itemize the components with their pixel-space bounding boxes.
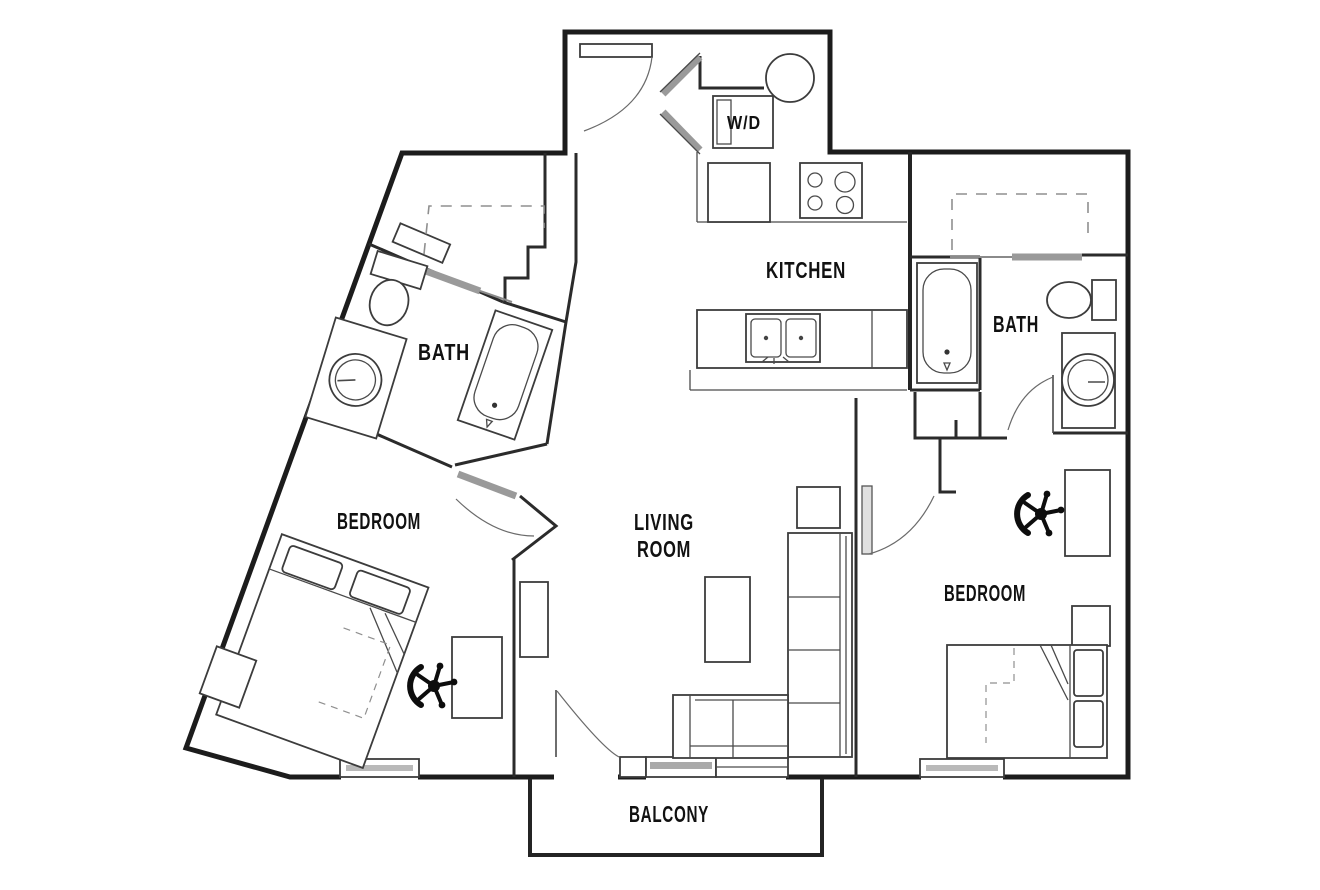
bathtub-left [456, 309, 554, 441]
label-bath-right: BATH [993, 311, 1039, 337]
closet-right [951, 193, 1089, 250]
entry-door [579, 43, 653, 132]
walk-in-closet-left [423, 205, 545, 255]
side-table [796, 486, 841, 529]
island-double-sink [745, 313, 821, 364]
window-bedroom-right [919, 758, 1005, 778]
desk-chair-left [410, 663, 457, 709]
label-living-line1: LIVING [634, 509, 694, 535]
dresser [519, 581, 549, 658]
vanity-sink-left [304, 316, 408, 440]
label-laundry: W/D [727, 113, 761, 133]
water-heater [765, 53, 815, 103]
bedroom-right-furniture [946, 469, 1111, 759]
nightstand-left [198, 645, 258, 709]
desk-chair-right [1017, 491, 1064, 537]
label-balcony: BALCONY [629, 801, 709, 827]
bed-right [946, 644, 1108, 759]
bath-right-fixtures [916, 193, 1117, 429]
living-room-furniture [519, 486, 853, 759]
label-living-line2: ROOM [637, 536, 691, 562]
bifold-laundry-doors [659, 52, 703, 155]
toilet-right [1046, 279, 1117, 321]
bath-left-fixtures [304, 205, 554, 441]
kitchen-fixtures [689, 152, 908, 391]
desk-left [451, 636, 503, 719]
kitchen-island [689, 309, 908, 391]
range-stove [799, 162, 863, 219]
balcony-sliding-door [619, 756, 789, 778]
refrigerator [707, 162, 771, 223]
desk-right [1064, 469, 1111, 557]
label-bath-left: BATH [418, 339, 470, 365]
bedroom-door-left [455, 470, 535, 537]
laundry-area [712, 53, 815, 149]
sofa-sectional [672, 532, 853, 759]
bed-left [215, 533, 430, 770]
vanity-sink-right [1061, 332, 1116, 429]
bathtub-right [916, 262, 978, 384]
windows [339, 756, 1005, 778]
balcony-door [555, 690, 620, 758]
label-bedroom-left: BEDROOM [337, 508, 421, 534]
coffee-table [704, 576, 751, 663]
washer-dryer [712, 95, 774, 149]
bedroom-left-furniture [198, 533, 503, 770]
toilet-left [368, 249, 429, 327]
label-kitchen: KITCHEN [766, 257, 846, 283]
balcony-walls [528, 779, 824, 857]
label-bedroom-right: BEDROOM [944, 580, 1026, 606]
bath-door-right [1007, 375, 1054, 433]
interior-walls [309, 56, 1128, 777]
room-labels: KITCHEN BATH BATH BEDROOM LIVING ROOM BE… [337, 113, 1039, 827]
nightstand-right [1071, 605, 1111, 647]
bedroom-door-right [861, 485, 935, 555]
